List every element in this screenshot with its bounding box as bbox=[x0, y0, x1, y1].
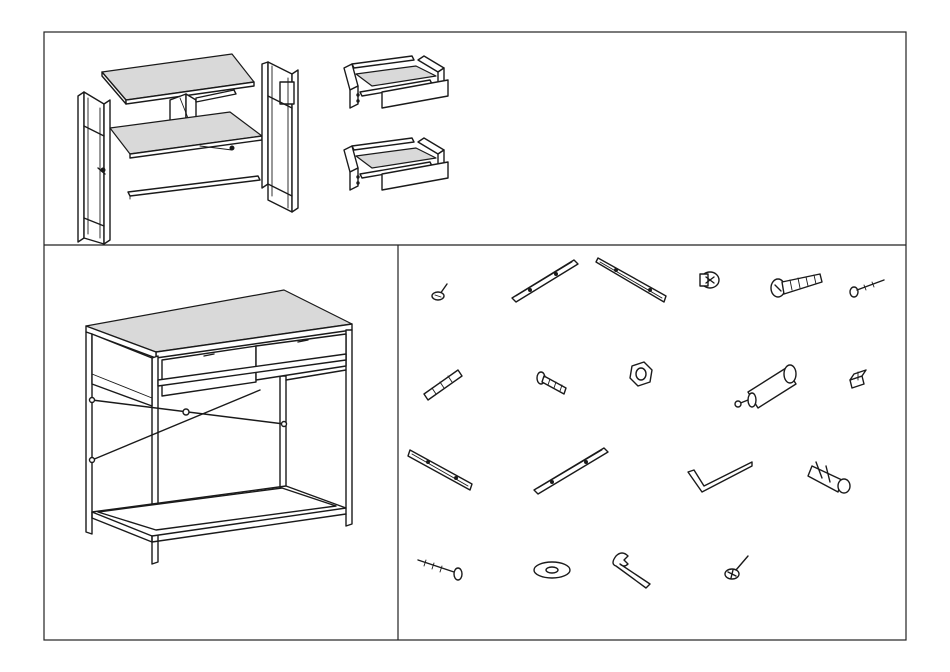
long-rail-icon bbox=[596, 258, 666, 302]
drawer-exploded-top bbox=[344, 56, 448, 108]
small-screw-icon bbox=[850, 280, 884, 297]
back-right-leg bbox=[346, 330, 352, 526]
bracket-clip-icon bbox=[850, 370, 866, 388]
middle-leg bbox=[280, 376, 286, 494]
wood-screw-icon bbox=[432, 284, 447, 300]
hardware-parts bbox=[408, 258, 884, 588]
wrench-icon bbox=[613, 553, 650, 588]
drawer-exploded-bottom bbox=[344, 138, 448, 190]
left-side-frame bbox=[78, 92, 110, 244]
bottom-rail bbox=[128, 176, 260, 199]
long-screw-icon bbox=[418, 560, 462, 580]
dowel-icon bbox=[424, 370, 462, 400]
drawer-slide-right-icon bbox=[534, 448, 608, 494]
assembled-desk bbox=[86, 290, 352, 564]
exploded-view bbox=[78, 54, 448, 244]
cam-lock-icon bbox=[700, 272, 719, 288]
bolt-icon bbox=[771, 274, 822, 297]
right-side-frame bbox=[262, 62, 298, 212]
cap-nut-icon bbox=[630, 362, 652, 386]
countersunk-screw-icon bbox=[725, 556, 748, 579]
washer-icon bbox=[534, 562, 570, 578]
drawer-slide-left-icon bbox=[408, 450, 472, 490]
short-rail-icon bbox=[512, 260, 578, 302]
wall-anchor-icon bbox=[808, 462, 850, 493]
cam-bolt-icon bbox=[735, 365, 796, 408]
allen-key-icon bbox=[688, 462, 752, 492]
middle-shelf bbox=[110, 112, 262, 158]
machine-screw-icon bbox=[537, 372, 566, 394]
front-left-leg bbox=[86, 332, 92, 534]
